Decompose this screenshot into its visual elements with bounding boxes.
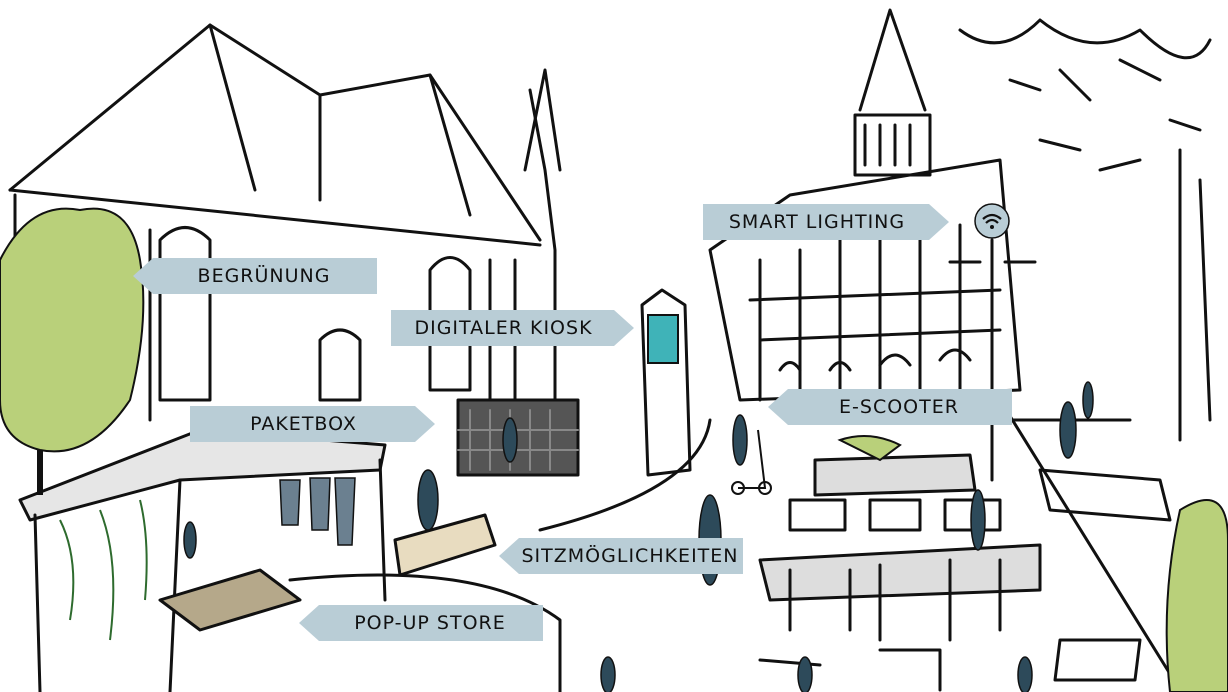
sign-begruenung: BEGRÜNUNG bbox=[133, 258, 377, 294]
wifi-icon bbox=[974, 203, 1010, 239]
bench bbox=[393, 513, 497, 577]
sign-smart-lighting: SMART LIGHTING bbox=[703, 204, 949, 240]
kiosk-outline bbox=[640, 288, 692, 477]
sign-e-scooter: E-SCOOTER bbox=[768, 389, 1012, 425]
building-facade bbox=[708, 158, 1022, 402]
sign-popup-store: POP-UP STORE bbox=[299, 605, 543, 641]
paketbox-structure bbox=[456, 398, 580, 477]
sign-digitaler-kiosk: DIGITALER KIOSK bbox=[391, 310, 634, 346]
kiosk-screen bbox=[647, 314, 679, 364]
sign-paketbox: PAKETBOX bbox=[190, 406, 435, 442]
greenery bbox=[0, 207, 1228, 692]
sign-sitzmoeglichkeiten: SITZMÖGLICHKEITEN bbox=[499, 538, 743, 574]
tower bbox=[858, 8, 927, 112]
